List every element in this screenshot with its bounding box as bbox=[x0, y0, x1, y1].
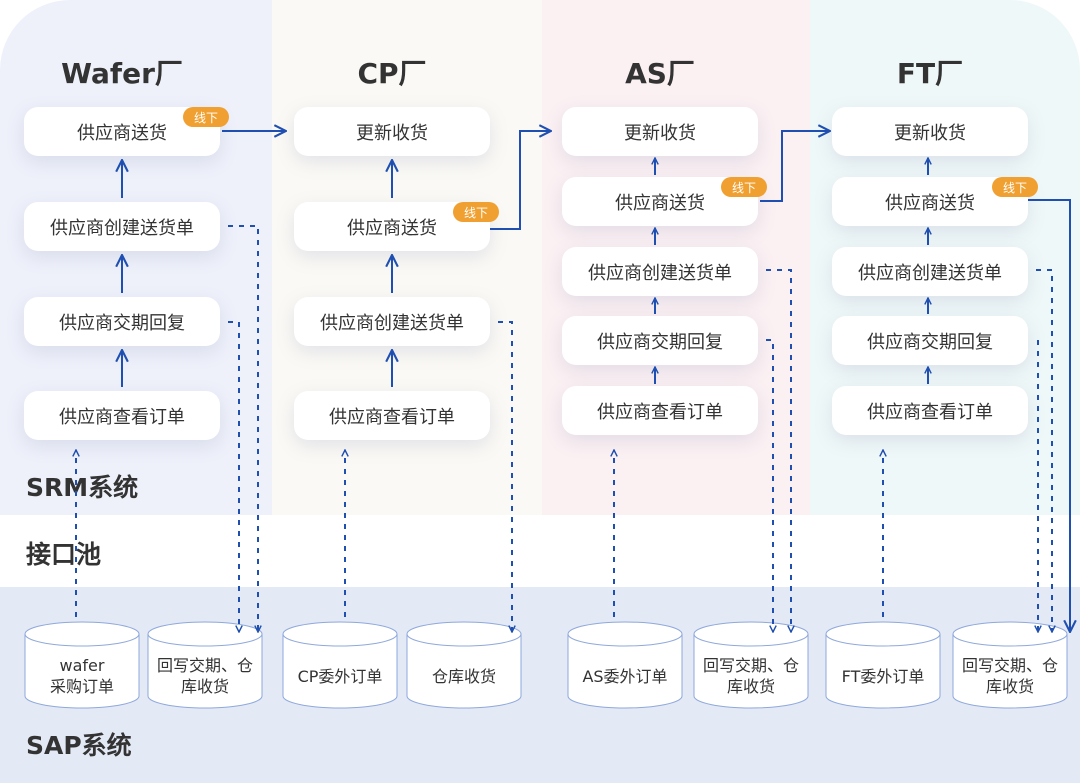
ft-update-receipt-node[interactable]: 更新收货 bbox=[832, 107, 1028, 156]
sap-table-label: 回写交期、仓 库收货 bbox=[961, 656, 1058, 696]
ft-delivery-date-reply-node[interactable]: 供应商交期回复 bbox=[832, 316, 1028, 365]
sap-table-label: CP委外订单 bbox=[297, 666, 383, 686]
interface-pool-label: 接口池 bbox=[26, 540, 102, 569]
offline-badge: 线下 bbox=[992, 177, 1038, 197]
database-icon bbox=[24, 621, 140, 709]
as-factory-title: AS厂 bbox=[625, 57, 695, 90]
sync-connector bbox=[1036, 269, 1052, 632]
ft-supplier-delivery-node[interactable]: 供应商送货 bbox=[832, 177, 1028, 226]
ft-view-order-node[interactable]: 供应商查看订单 bbox=[832, 386, 1028, 435]
offline-badge: 线下 bbox=[721, 177, 767, 197]
sap-table-label: wafer 采购订单 bbox=[49, 656, 114, 696]
sap-table-as-outsourcing-order[interactable]: AS委外订单 bbox=[567, 619, 683, 711]
cp-view-order-node[interactable]: 供应商查看订单 bbox=[294, 391, 490, 440]
sap-table-wafer-writeback[interactable]: 回写交期、仓 库收货 bbox=[147, 619, 263, 711]
wafer-delivery-date-reply-node[interactable]: 供应商交期回复 bbox=[24, 297, 220, 346]
offline-badge: 线下 bbox=[183, 107, 229, 127]
database-icon bbox=[567, 621, 683, 709]
sync-connector bbox=[228, 225, 258, 632]
sap-table-ft-writeback[interactable]: 回写交期、仓 库收货 bbox=[952, 619, 1068, 711]
wafer-factory-title: Wafer厂 bbox=[61, 57, 183, 90]
sap-table-label: 回写交期、仓 库收货 bbox=[156, 656, 253, 696]
sap-table-ft-outsourcing-order[interactable]: FT委外订单 bbox=[825, 619, 941, 711]
cp-factory-title: CP厂 bbox=[357, 57, 427, 90]
offline-badge: 线下 bbox=[453, 202, 499, 222]
interface-pool-band bbox=[0, 515, 1080, 587]
wafer-create-delivery-note-node[interactable]: 供应商创建送货单 bbox=[24, 202, 220, 251]
database-icon bbox=[825, 621, 941, 709]
ft-create-delivery-note-node[interactable]: 供应商创建送货单 bbox=[832, 247, 1028, 296]
cp-create-delivery-note-node[interactable]: 供应商创建送货单 bbox=[294, 297, 490, 346]
as-view-order-node[interactable]: 供应商查看订单 bbox=[562, 386, 758, 435]
sap-table-wafer-po[interactable]: wafer 采购订单 bbox=[24, 619, 140, 711]
sap-table-label: 回写交期、仓 库收货 bbox=[702, 656, 799, 696]
sap-table-as-writeback[interactable]: 回写交期、仓 库收货 bbox=[693, 619, 809, 711]
database-icon bbox=[147, 621, 263, 709]
sap-table-label: AS委外订单 bbox=[582, 666, 668, 686]
as-delivery-date-reply-node[interactable]: 供应商交期回复 bbox=[562, 316, 758, 365]
database-icon bbox=[282, 621, 398, 709]
database-icon bbox=[693, 621, 809, 709]
wafer-view-order-node[interactable]: 供应商查看订单 bbox=[24, 391, 220, 440]
sap-table-label: 仓库收货 bbox=[431, 666, 496, 686]
offline-delivery-connector bbox=[760, 131, 830, 202]
as-create-delivery-note-node[interactable]: 供应商创建送货单 bbox=[562, 247, 758, 296]
cp-update-receipt-node[interactable]: 更新收货 bbox=[294, 107, 490, 156]
ft-factory-title: FT厂 bbox=[896, 57, 964, 90]
sync-connector bbox=[228, 321, 239, 632]
database-icon bbox=[952, 621, 1068, 709]
sync-connector bbox=[766, 339, 773, 632]
sap-table-label: FT委外订单 bbox=[841, 666, 925, 686]
sap-table-cp-warehouse-receipt[interactable]: 仓库收货 bbox=[406, 619, 522, 711]
as-update-receipt-node[interactable]: 更新收货 bbox=[562, 107, 758, 156]
database-icon bbox=[406, 621, 522, 709]
sync-connector bbox=[766, 269, 791, 632]
offline-delivery-connector bbox=[1028, 199, 1070, 632]
sap-system-label: SAP系统 bbox=[26, 731, 132, 760]
cp-supplier-delivery-node[interactable]: 供应商送货 bbox=[294, 202, 490, 251]
sync-connector bbox=[498, 321, 512, 632]
srm-system-label: SRM系统 bbox=[26, 473, 139, 502]
offline-delivery-connector bbox=[490, 131, 551, 230]
sap-table-cp-outsourcing-order[interactable]: CP委外订单 bbox=[282, 619, 398, 711]
